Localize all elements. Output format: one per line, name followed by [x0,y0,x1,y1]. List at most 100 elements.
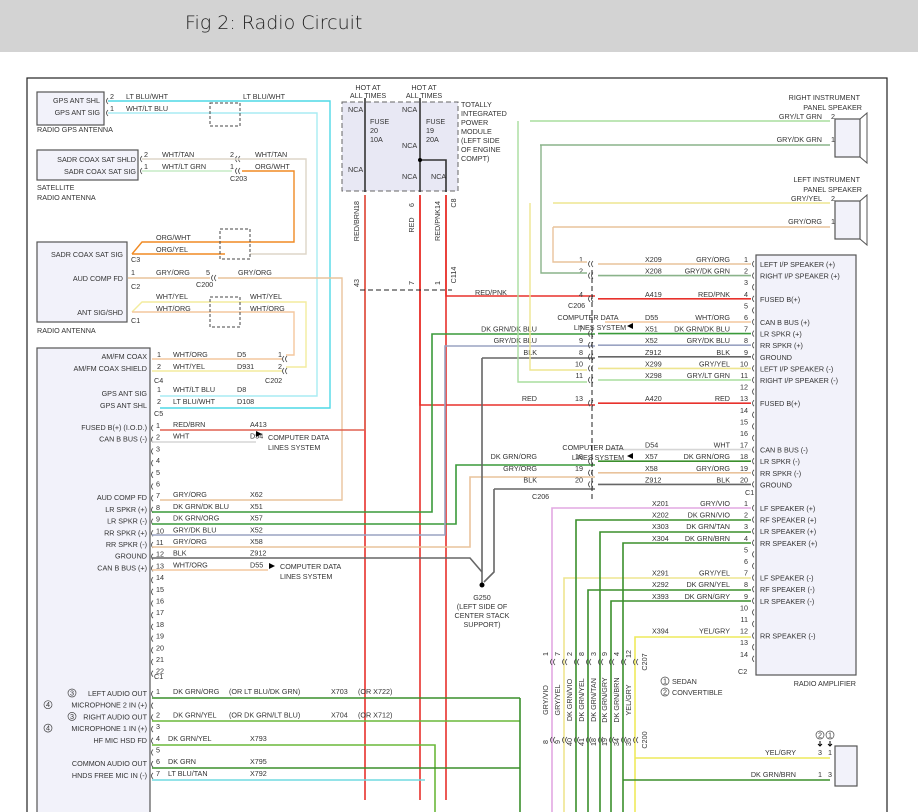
pin-icon [752,504,755,512]
connector-label: C203 [230,174,247,183]
label: ALL TIMES [350,91,387,100]
wire-color: DK GRN/YEL [168,734,212,743]
wire-color: GRY/DK GRN [777,135,822,144]
wire-red [419,195,595,406]
connector-label: C114 [449,267,458,284]
pin-name: RR SPEAKER (+) [760,539,817,548]
wire-color: DK GRN/DK BLU [173,502,229,511]
vertical-label: 8 [541,740,550,744]
circuit-alt: (OR X722) [358,687,392,696]
connector-label: C2 [738,667,747,676]
wire-color: YEL/GRY [624,684,633,715]
pin-name: FUSED B(+) (I.O.D.) [81,423,147,432]
wire-color: GRY/ORG [696,464,730,473]
connector-icon [588,399,594,407]
diagram-frame [26,77,888,812]
cdl-label: COMPUTER DATA [268,433,329,442]
wire-color: BLK [716,348,730,357]
circuit-id: X704 [331,710,348,719]
pin-icon [752,551,755,558]
arrow-icon [627,453,633,459]
wire-color: DK GRN/BRN [751,770,796,779]
connector-icon [562,658,568,666]
label: 1 [157,385,161,394]
vertical-label: 2 [565,652,574,656]
label: 4 [156,456,160,465]
circuit-id: X795 [250,757,267,766]
label: 1 [818,770,822,779]
wire-wht-org [132,311,295,356]
note-marker-icon [660,676,670,686]
label: 7 [156,491,160,500]
label: 6 [156,480,160,489]
label: HOT AT [355,83,381,92]
wire-color: WHT/ORG [250,304,285,313]
pin-name: CAN B BUS (+) [97,563,147,572]
label: ALL TIMES [406,91,443,100]
note-marker-icon [660,687,670,697]
label: 8 [156,503,160,512]
pin-name: AM/FM COAX SHIELD [74,364,147,373]
connector-icon [621,658,627,666]
circuit-id: X58 [250,537,263,546]
label: 2 [744,511,748,520]
radio-box [36,347,151,812]
wire-color: WHT/YEL [156,292,188,301]
wire-amp-c2 [563,577,751,812]
label: 13 [156,561,164,570]
wire-lt-blu-wht [108,100,331,409]
pin-icon [752,457,755,465]
note-marker-icon [67,688,77,698]
wire-color: GRY/YEL [553,684,562,715]
label: 19 [426,126,434,135]
label: 8 [744,580,748,589]
pin-name: RR SPKR (+) [760,341,803,350]
wire-color: GRY/VIO [541,685,550,715]
vertical-label: 3 [589,652,598,656]
label: 3 [156,722,160,731]
wire-color: BLK [716,475,730,484]
pin-icon [752,481,755,488]
wire-red-brn [160,195,366,431]
pin-name: RIGHT I/P SPEAKER (-) [760,376,838,385]
wire-color: RED/PNK [433,209,442,241]
vertical-label: 18 [352,201,361,209]
wire-color: GRY/ORG [503,464,537,473]
circuit-id: X52 [250,525,263,534]
label: 14 [156,573,164,582]
wire-color: WHT/ORG [173,560,208,569]
label: 10 [740,359,748,368]
vertical-label: 7 [553,652,562,656]
wire-amp-c2 [575,519,751,812]
vertical-label: 14 [433,201,442,209]
circuit-id: D54 [645,441,658,450]
wire-gry-dk-blu [152,345,595,536]
pin-name: SADR COAX SAT SIG [64,167,136,176]
vertical-label: 4 [612,652,621,656]
vertical-label: 34 [612,738,621,746]
pin-icon [752,388,755,395]
pin-icon [752,353,755,361]
note-marker-icon [825,730,835,740]
connector-icon [588,376,594,384]
connector-icon [550,658,556,666]
label: 1 [156,687,160,696]
pin-name: RR SPKR (-) [106,540,147,549]
pin-name: AUD COMP FD [97,493,147,502]
connector-label: C206 [568,301,585,310]
wire-color: GRY/DK BLU [494,336,537,345]
pin-icon [752,434,755,442]
label: 9 [579,336,583,345]
pin-name: LEFT I/P SPEAKER (-) [760,364,833,373]
wire-color: BLK [173,549,187,558]
pin-name: RF SPEAKER (-) [760,585,815,594]
wire-color: DK GRN/BRN [612,677,621,722]
pin-name: LEFT AUDIO OUT [88,689,148,698]
wire-color: DK GRN/GRY [600,677,609,723]
pin-icon [151,565,154,572]
label: 4 [744,534,748,543]
pin-name: GPS ANT SIG [102,389,148,398]
shield-icon [209,102,241,127]
pin-name: LF SPEAKER (+) [760,504,815,513]
